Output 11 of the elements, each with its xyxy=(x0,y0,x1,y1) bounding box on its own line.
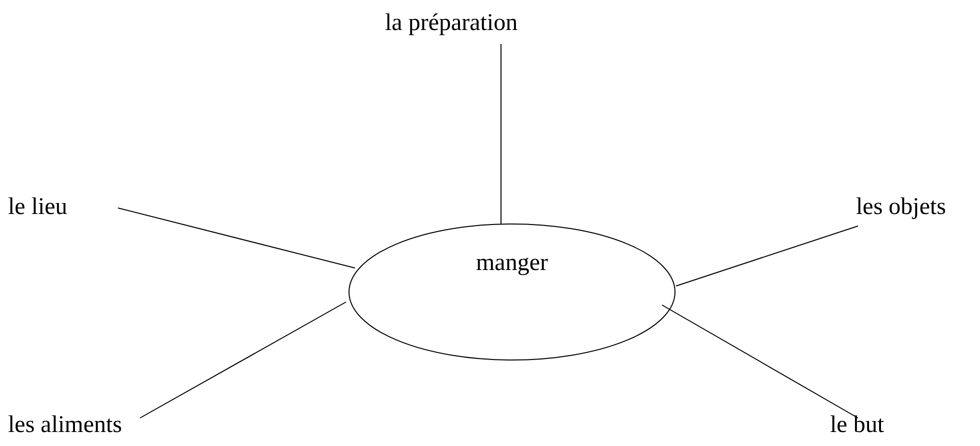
connector-line xyxy=(662,304,858,418)
center-label: manger xyxy=(475,249,549,278)
branch-label: les objets xyxy=(856,193,946,222)
branch-label: la préparation xyxy=(385,9,518,38)
connector-line xyxy=(118,208,356,268)
connector-line xyxy=(140,302,346,418)
branch-label: le but xyxy=(830,411,884,440)
connector-line xyxy=(500,44,502,224)
connector-line xyxy=(676,226,858,286)
branch-label: le lieu xyxy=(8,193,68,222)
branch-label: les aliments xyxy=(8,411,122,440)
